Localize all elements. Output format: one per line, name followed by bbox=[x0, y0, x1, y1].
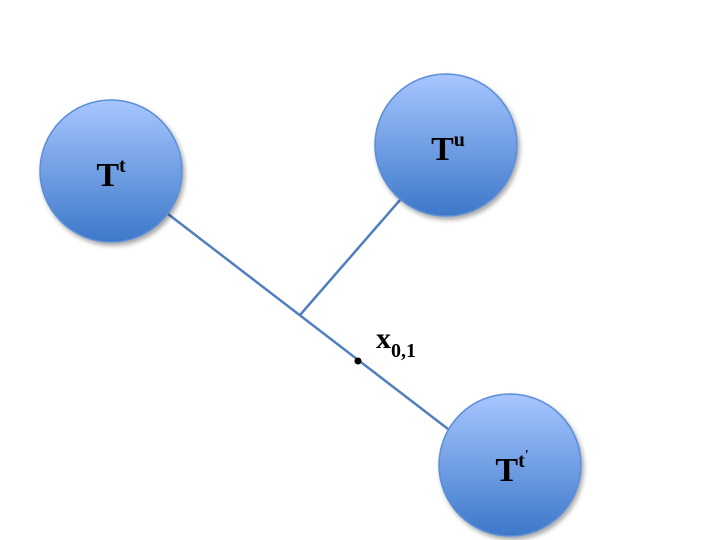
node-u-circle bbox=[374, 73, 518, 217]
node-t-base: T bbox=[96, 157, 119, 194]
edge-tt-to-ttprime bbox=[167, 213, 449, 430]
node-t-label: Tt bbox=[96, 155, 126, 194]
node-u: Tu bbox=[374, 73, 518, 217]
node-u-base: T bbox=[431, 131, 454, 168]
node-tprime-supsup: ' bbox=[525, 448, 529, 463]
point-x01-sub: 0,1 bbox=[391, 340, 416, 362]
node-tprime-base: T bbox=[495, 452, 518, 489]
point-x01-dot bbox=[354, 357, 362, 365]
node-t-circle bbox=[39, 99, 183, 243]
edge-branch-to-tu bbox=[299, 199, 401, 316]
point-x01-base: x bbox=[376, 322, 391, 355]
node-t: Tt bbox=[39, 99, 183, 243]
node-u-sup: u bbox=[454, 129, 465, 151]
node-tprime-sup: t bbox=[518, 450, 525, 472]
node-u-label: Tu bbox=[431, 129, 465, 168]
node-tprime: Tt' bbox=[438, 393, 582, 537]
point-x01-label: x0,1 bbox=[376, 322, 416, 362]
node-t-sup: t bbox=[119, 155, 126, 177]
node-tprime-label: Tt' bbox=[495, 448, 528, 489]
node-tprime-circle bbox=[438, 393, 582, 537]
